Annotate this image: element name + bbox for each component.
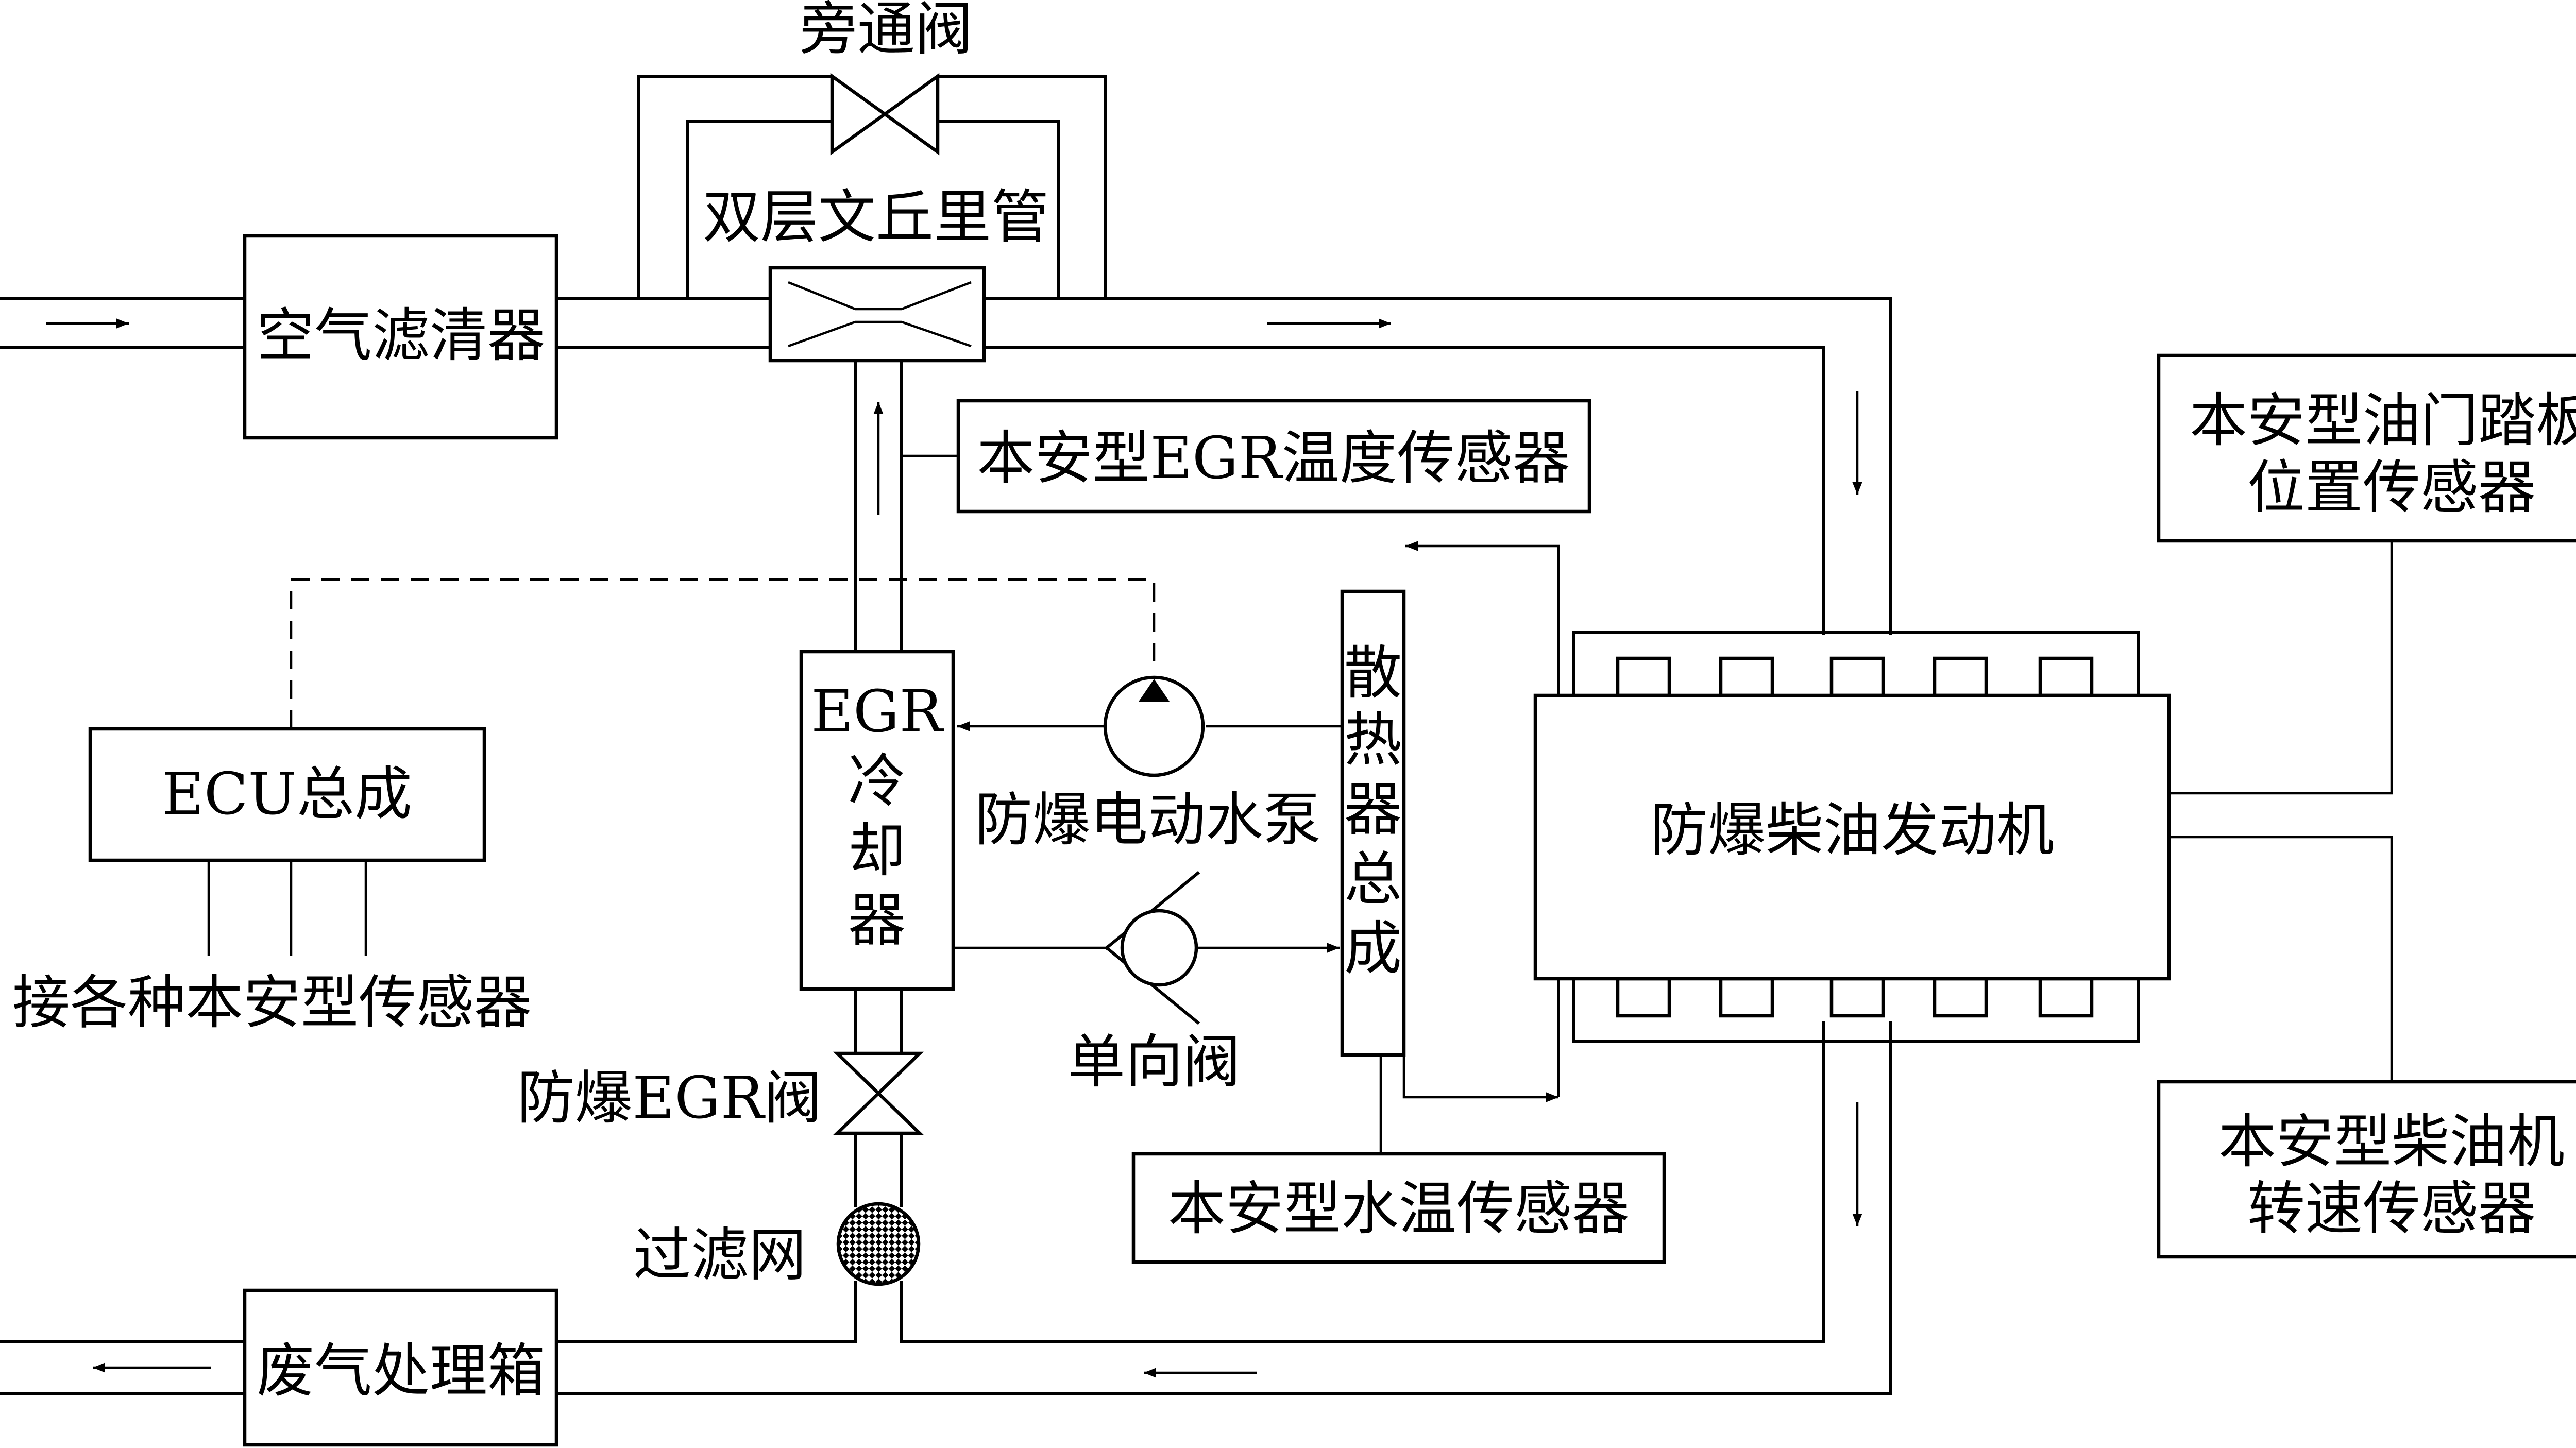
egr-valve-label: 防爆EGR阀 [517,1065,822,1132]
radiator-label-2: 热 [1344,707,1402,774]
bypass-valve-label: 旁通阀 [800,0,973,63]
exhaust-box-label: 废气处理箱 [257,1338,545,1405]
water-temp-sensor-box [1131,1152,1666,1264]
exhaust-box [243,1288,558,1447]
egr-cooler-label-3: 却 [848,817,906,884]
engine-to-radiator-line [1405,541,1560,695]
bypass-valve-symbol [830,73,940,156]
ecu-control-line [290,578,1156,729]
water-temp-sensor-label: 本安型水温传感器 [1168,1176,1630,1242]
ecu-sensor-leads [207,860,367,956]
speed-sensor-lead [2169,836,2393,1082]
venturi-tube [768,266,986,363]
ecu-sensors-label: 接各种本安型传感器 [12,969,532,1036]
water-pump-icon [1103,675,1205,777]
egr-valve-icon [833,1051,924,1135]
egr-temp-sensor-box [956,399,1591,514]
engine-label: 防爆柴油发动机 [1650,797,2054,864]
filter-screen-icon [836,1202,921,1286]
air-filter-box [243,234,558,440]
air-filter-label: 空气滤清器 [257,302,545,369]
radiator-to-engine-line [1402,1055,1558,1102]
engine-box [1533,693,2171,981]
check-valve-label: 单向阀 [1067,1029,1241,1096]
egr-temp-sensor-label: 本安型EGR温度传感器 [977,425,1570,492]
throttle-sensor-box [2157,353,2576,543]
egr-pipe [0,359,1892,1395]
water-pump-arrow-icon [1139,679,1170,702]
radiator-label-4: 总 [1344,846,1402,913]
speed-sensor-label-2: 转速传感器 [2247,1176,2536,1242]
speed-sensor-label-1: 本安型柴油机 [2218,1109,2565,1176]
speed-sensor-box [2157,1080,2576,1259]
egr-cooler-label-2: 冷 [848,748,906,815]
throttle-sensor-lead [2169,541,2393,795]
throttle-sensor-label-1: 本安型油门踏板 [2190,387,2576,454]
egr-cooler-label-4: 器 [848,887,906,954]
bypass-loop [637,75,1107,300]
egr-cooler-label-1: EGR [811,678,944,745]
ecu-label: ECU总成 [162,761,412,828]
double-venturi-label: 双层文丘里管 [703,184,1049,251]
radiator-label-5: 成 [1344,915,1402,982]
radiator-box [1340,589,1406,1057]
ecu-box [88,727,486,862]
engine-manifolds [1572,631,2140,1043]
egr-cooler-box [799,650,955,991]
engine-cylinder-ports [1616,656,2094,1018]
intake-pipe [0,297,1892,635]
radiator-label-1: 散 [1344,640,1402,707]
throttle-sensor-label-2: 位置传感器 [2247,454,2536,521]
check-valve-icon [1104,871,1200,1025]
filter-screen-label: 过滤网 [633,1222,806,1289]
radiator-label-3: 器 [1344,776,1402,843]
water-pump-label: 防爆电动水泵 [975,787,1321,854]
